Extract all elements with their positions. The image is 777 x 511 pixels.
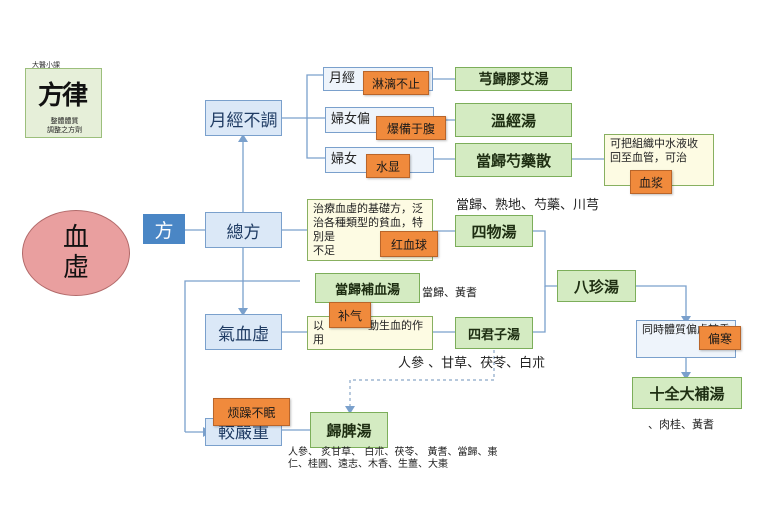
formula-si-jun: 四君子湯 (455, 317, 533, 349)
overlay-label-3: 水显 (366, 154, 410, 178)
overlay-label-8: 烦躁不眠 (213, 398, 290, 426)
category-qi-blood: 氣血虛 (205, 314, 282, 350)
category-menstrual: 月經不調 (205, 100, 282, 136)
logo-calligraphy: 方律 (38, 81, 88, 111)
overlay-label-6: 补气 (329, 302, 371, 328)
formula-wen-jing: 溫經湯 (455, 103, 572, 137)
root-node: 血虛 (22, 210, 130, 296)
overlay-label-1: 淋漓不止 (363, 71, 429, 95)
fang-label: 方 (154, 219, 174, 242)
overlay-label-5: 红血球 (380, 231, 438, 257)
formula-gui-pi: 歸脾湯 (310, 412, 388, 448)
logo-top-text: 大醫小課 (32, 61, 60, 69)
si-wu-ingredients: 當歸、熟地、芍藥、川芎 (456, 198, 600, 213)
formula-ba-zhen: 八珍湯 (557, 270, 636, 302)
category-general: 總方 (205, 212, 282, 248)
fang-box: 方 (143, 214, 185, 244)
root-label: 血虛 (62, 223, 89, 283)
gui-pi-ingredients: 人參、 炙甘草、 白朮、茯苓、 黃耆、當歸、棗仁、桂圓、遠志、木香、生薑、大棗 (288, 447, 498, 470)
si-jun-ingredients: 人參 、甘草、茯苓、白朮 (398, 356, 546, 371)
general-note: 治療血虛的基礎方，泛治各種類型的貧血，特別是 不足 (307, 199, 433, 261)
formula-dang-gui-shao: 當歸芍藥散 (455, 143, 572, 177)
formula-si-wu: 四物湯 (455, 215, 533, 247)
overlay-label-7: 偏寒 (699, 326, 741, 350)
dang-gui-bu-xue-ingredients: 當歸、黃耆 (422, 286, 477, 299)
shi-quan-ingredients: 、肉桂、黃耆 (648, 418, 714, 431)
logo-caption-1: 整體體質 (50, 117, 79, 125)
formula-xiong-gui: 芎歸膠艾湯 (455, 67, 572, 91)
overlay-label-4: 血浆 (630, 170, 672, 194)
formula-dang-gui-bu-xue: 當歸補血湯 (315, 273, 420, 303)
logo-caption-2: 調整之方劑 (47, 126, 82, 134)
overlay-label-2: 爆備于腹 (376, 116, 446, 140)
logo: 大醫小課 方律 整體體質 調整之方劑 (25, 61, 102, 138)
formula-shi-quan: 十全大補湯 (632, 377, 742, 409)
